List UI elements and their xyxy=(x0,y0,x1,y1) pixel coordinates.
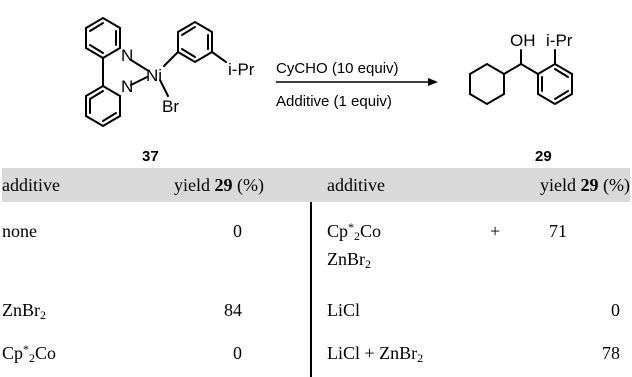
formula-subscript: 2 xyxy=(365,257,371,271)
table-cell-yield: 0 xyxy=(233,343,242,363)
header-yield-right-unit: (%) xyxy=(603,175,630,195)
table-header-row xyxy=(2,168,630,202)
table-cell-yield: 84 xyxy=(224,300,242,320)
column-divider xyxy=(310,202,312,377)
table-cell-additive: none xyxy=(2,221,37,241)
header-yield-left-unit: (%) xyxy=(237,175,264,195)
table-cell-additive-line2: ZnBr2 xyxy=(327,248,371,270)
hydroxyl-label: OH xyxy=(510,31,536,50)
formula-main: ZnBr xyxy=(327,249,365,269)
table-cell-additive: Cp*2Co xyxy=(2,342,56,364)
reaction-scheme: N N Ni Br i-Pr 37 CyCHO (10 equiv) Addit… xyxy=(85,16,573,165)
atom-br: Br xyxy=(162,97,179,116)
table-cell-yield: 78 xyxy=(602,343,620,363)
header-yield-right-prefix: yield xyxy=(540,175,577,195)
table-cell-yield: 0 xyxy=(233,221,242,241)
isopropyl-label-product: i-Pr xyxy=(546,31,573,50)
formula-subscript: 2 xyxy=(354,229,361,243)
table-cell-additive: ZnBr2 xyxy=(2,299,46,321)
formula-tail: Co xyxy=(360,221,382,241)
compound-label-37: 37 xyxy=(142,148,159,165)
isopropyl-label-reactant: i-Pr xyxy=(228,60,255,79)
table-cell-additive: LiCl xyxy=(327,300,361,320)
table-cell-additive: Cp*2Co xyxy=(327,220,381,242)
header-yield-left-compound: 29 xyxy=(214,175,233,195)
header-yield-left: yield 29 (%) xyxy=(174,174,264,196)
formula-subscript: 2 xyxy=(40,308,46,322)
reagent-cychoo: CyCHO (10 equiv) xyxy=(276,60,399,77)
reagent-additive: Additive (1 equiv) xyxy=(276,93,392,110)
table-cell-additive: LiCl + ZnBr2 xyxy=(327,342,423,364)
header-yield-left-prefix: yield xyxy=(174,175,211,195)
formula-main: Cp xyxy=(327,221,349,241)
formula-main: ZnBr xyxy=(2,300,40,320)
product-29 xyxy=(469,49,573,106)
header-yield-right: yield 29 (%) xyxy=(540,174,630,196)
formula-subscript: 2 xyxy=(29,351,36,365)
plus-sign: + xyxy=(490,221,501,241)
formula-superscript: * xyxy=(23,342,30,356)
atom-ni: Ni xyxy=(146,66,162,85)
formula-tail: Co xyxy=(35,343,57,363)
arrowhead xyxy=(428,78,438,86)
nickel-complex-37 xyxy=(85,16,227,128)
header-additive-left: additive xyxy=(2,175,60,195)
compound-label-29: 29 xyxy=(535,148,552,165)
header-yield-right-compound: 29 xyxy=(580,175,599,195)
header-additive-right: additive xyxy=(327,175,385,195)
table-cell-yield: 71 xyxy=(549,221,567,241)
atom-n-bottom: N xyxy=(121,77,133,96)
formula-subscript: 2 xyxy=(417,351,424,365)
formula-main: Cp xyxy=(2,343,24,363)
formula-main: LiCl + ZnBr xyxy=(327,343,418,363)
formula-superscript: * xyxy=(348,220,355,234)
atom-n-top: N xyxy=(121,46,133,65)
table-cell-yield: 0 xyxy=(611,300,620,320)
